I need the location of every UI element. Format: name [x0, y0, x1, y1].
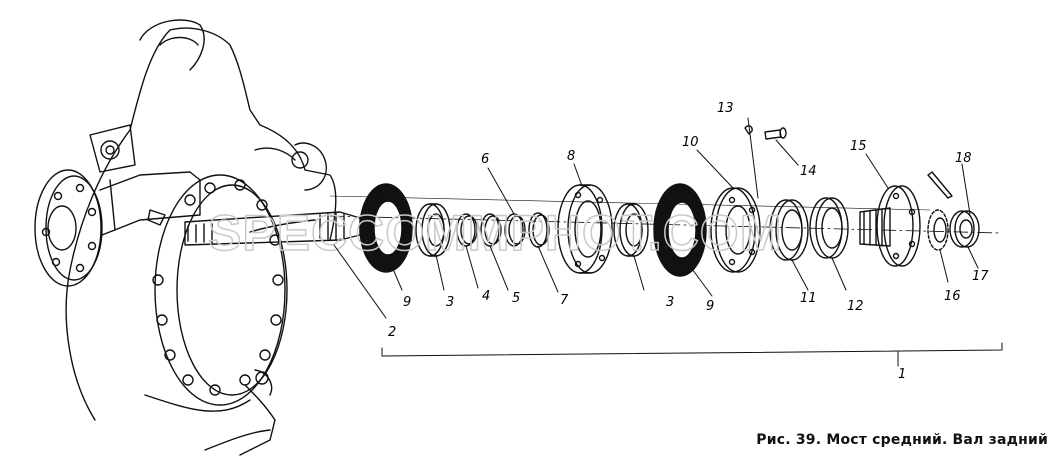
- callout-13: 13: [717, 101, 734, 116]
- callout-8: 8: [567, 149, 575, 164]
- callout-6: 6: [481, 152, 489, 167]
- callout-9b: 9: [706, 299, 714, 314]
- callout-5: 5: [512, 291, 520, 306]
- bolt-14: [764, 127, 787, 140]
- cotter-pin-18: [927, 171, 953, 199]
- axle-housing-assembly: [34, 19, 361, 456]
- callout-17: 17: [972, 269, 989, 284]
- callout-14: 14: [800, 164, 817, 179]
- callout-1: 1: [898, 367, 906, 382]
- callout-3a: 3: [446, 295, 454, 310]
- callout-10: 10: [682, 135, 699, 150]
- callout-4: 4: [482, 289, 490, 304]
- figure-caption: Рис. 39. Мост средний. Вал задний: [756, 432, 1048, 448]
- callout-7: 7: [560, 293, 569, 308]
- watermark: SPECCOMMPHOT.COM: [208, 205, 782, 261]
- callout-12: 12: [847, 299, 864, 314]
- axis-line: [329, 215, 1001, 234]
- breather-13: [744, 125, 753, 135]
- callout-18: 18: [955, 151, 972, 166]
- callout-11: 11: [800, 291, 817, 306]
- oil-seal-11: [769, 199, 809, 261]
- callout-9a: 9: [403, 295, 411, 310]
- callout-15: 15: [850, 139, 867, 154]
- castle-nut-17: [949, 210, 980, 248]
- leader-lines: [333, 117, 1003, 367]
- companion-flange-15: [859, 185, 921, 267]
- axis-line-top: [329, 195, 931, 211]
- callout-labels: 1 2 3 4 5 6 7 8 9 3 9 10 11 12 13 14 15 …: [388, 101, 989, 382]
- callout-16: 16: [944, 289, 961, 304]
- gasket-9-left: [359, 183, 413, 273]
- callout-2: 2: [388, 325, 396, 340]
- callout-3b: 3: [666, 295, 674, 310]
- bearing-3-right: [613, 203, 649, 257]
- lock-washer-16: [927, 209, 949, 251]
- gasket-9-right: [653, 183, 707, 277]
- bearing-housing-8: [557, 184, 613, 274]
